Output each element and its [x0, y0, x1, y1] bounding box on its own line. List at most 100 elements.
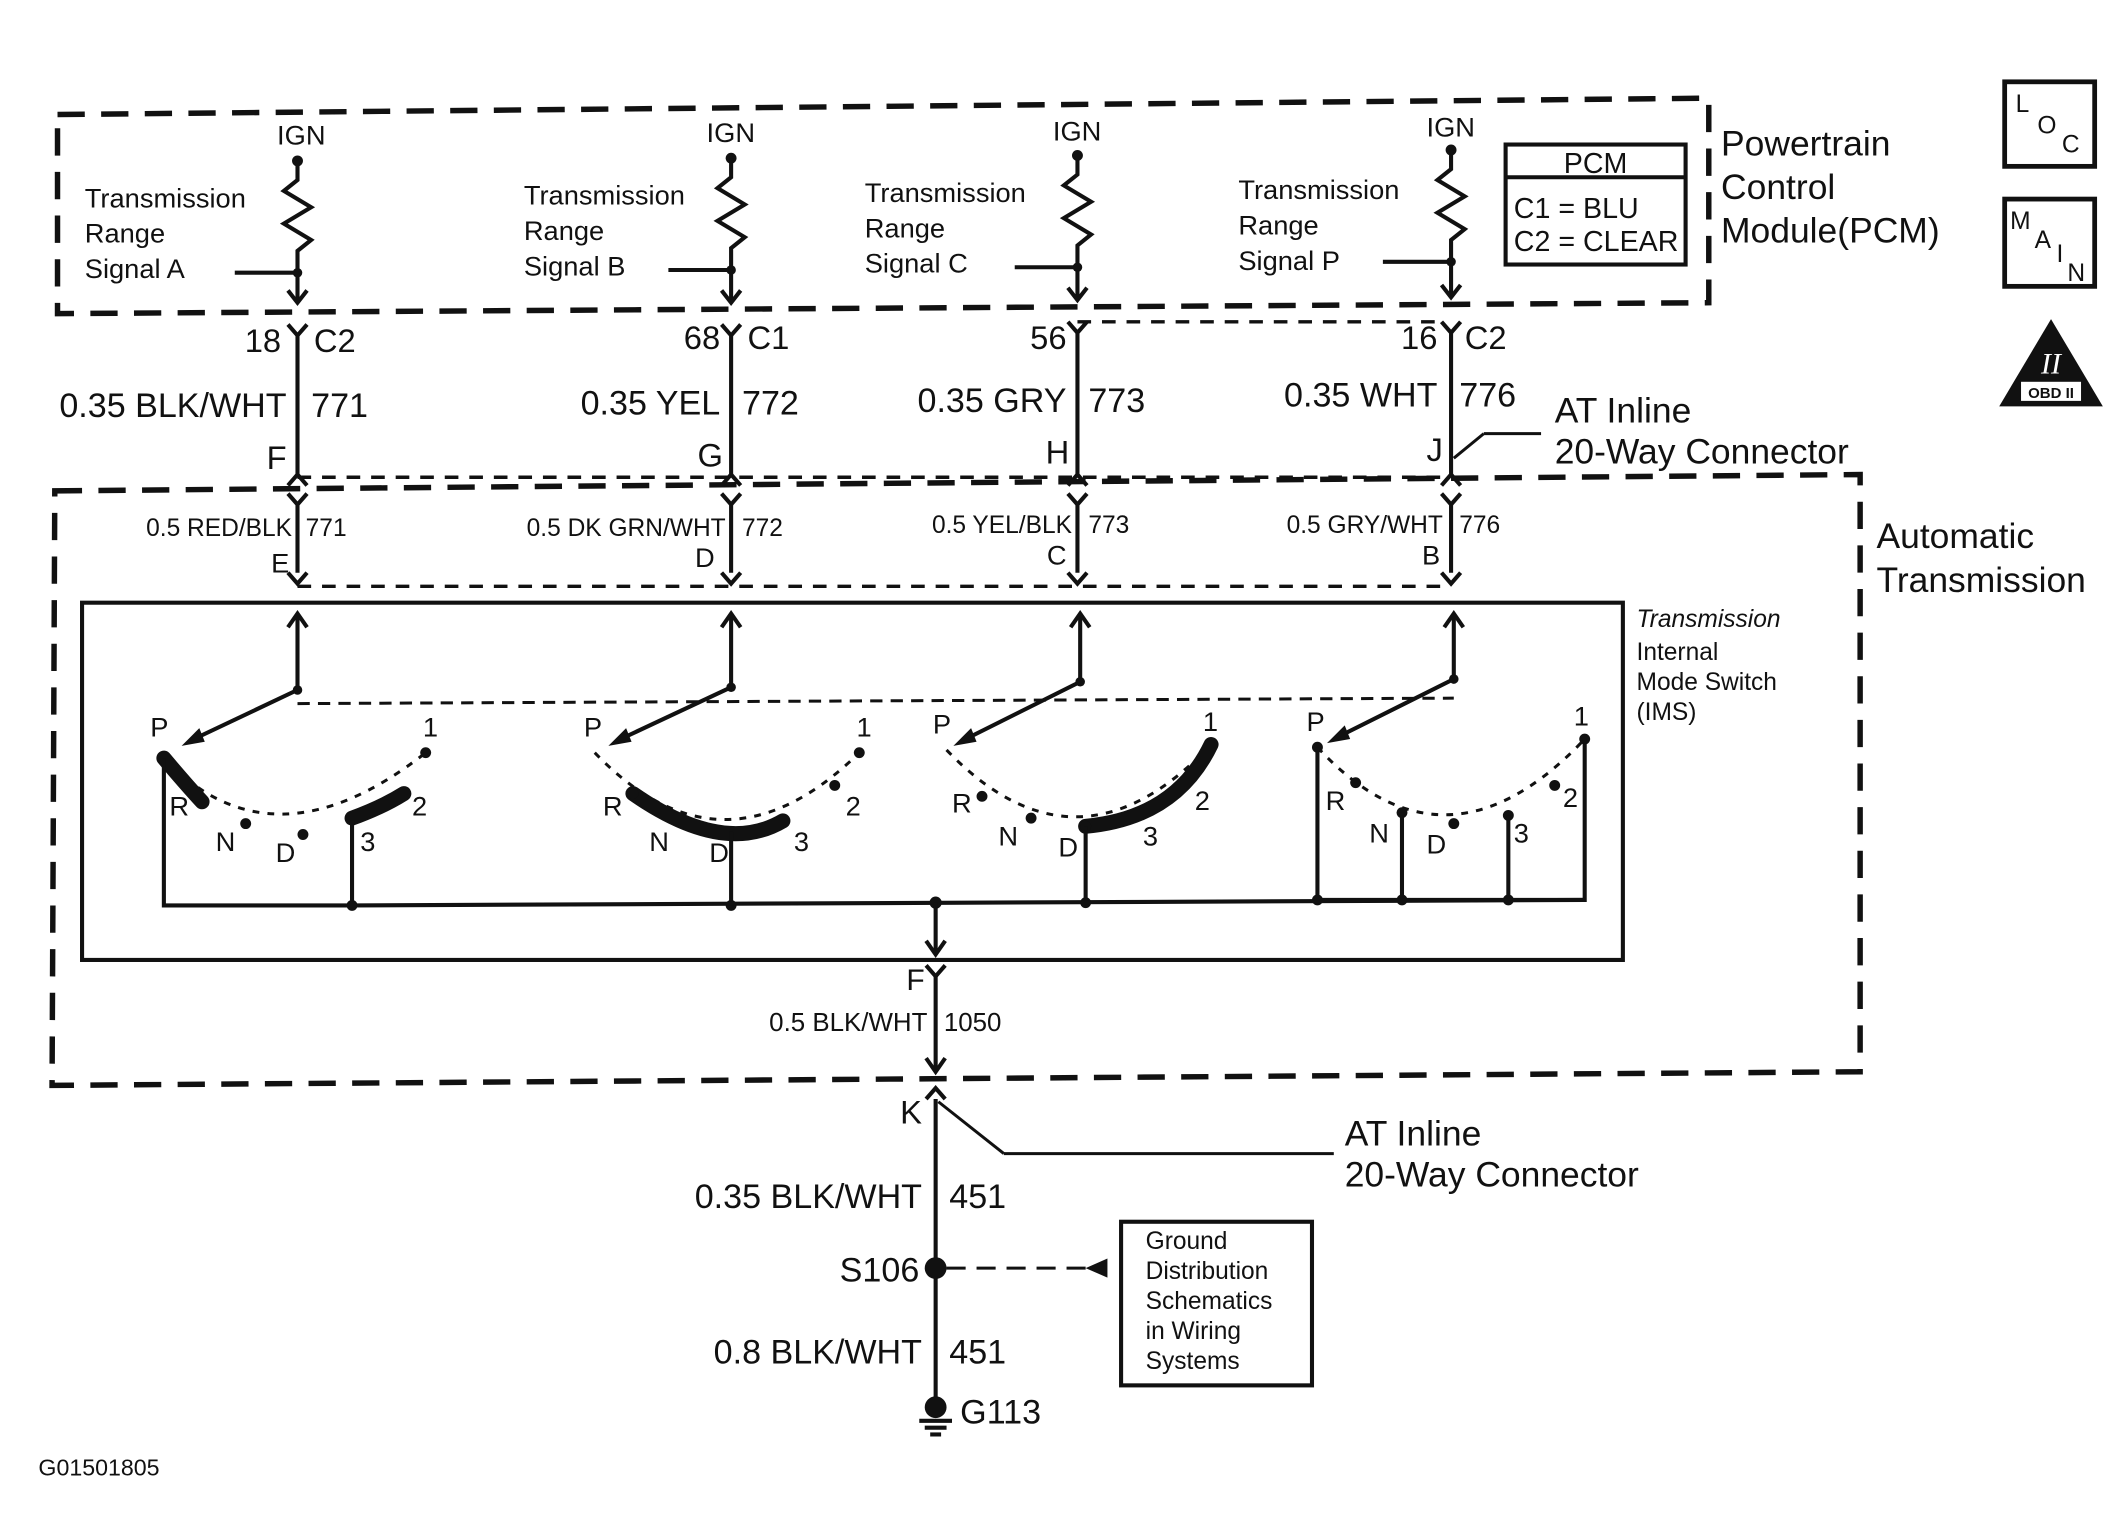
ground-symbol-icon [919, 1396, 953, 1437]
signal-c-name-l3: Signal C [865, 248, 968, 279]
signal-p-pcm-conn: C2 [1465, 319, 1507, 356]
ground-id: G113 [960, 1394, 1041, 1432]
ims-line4: (IMS) [1637, 699, 1697, 726]
signal-p-trans-pin: B [1422, 540, 1440, 571]
signal-b-circuit-bottom: 772 [742, 515, 783, 542]
ign-label: IGN [277, 120, 325, 151]
signal-a-wire-bottom: 0.5 RED/BLK [146, 515, 293, 542]
signal-a-name-l2: Range [85, 218, 165, 249]
pcm-title-line3: Module(PCM) [1721, 211, 1940, 251]
pos-n: N [998, 820, 1018, 851]
pos-2: 2 [1195, 785, 1210, 816]
obd-roman: II [2040, 348, 2063, 381]
pos-p: P [150, 711, 168, 742]
signal-p-wire-bottom: 0.5 GRY/WHT [1287, 512, 1443, 539]
signal-b-inline-pin: G [697, 436, 722, 473]
signal-p-pcm-pin: 16 [1401, 319, 1437, 356]
ground-wire-2: 0.8 BLK/WHT [714, 1334, 922, 1372]
ign-label: IGN [707, 117, 755, 148]
main-letter-n: N [2067, 260, 2085, 287]
ground-connector-line1: AT Inline [1345, 1113, 1482, 1153]
ground-distribution-reference[interactable]: Ground Distribution Schematics in Wiring… [1119, 1219, 1315, 1388]
signal-a-name-l1: Transmission [85, 182, 246, 213]
signal-a-inline-pin: F [267, 439, 287, 476]
ref-line2: Distribution [1146, 1258, 1269, 1285]
trans-title-line2: Transmission [1876, 560, 2085, 600]
main-letter-i: I [2056, 241, 2063, 268]
pos-r: R [169, 790, 189, 821]
pos-3: 3 [1143, 820, 1158, 851]
signal-b-name-l3: Signal B [524, 250, 626, 281]
signal-p-wire-top: 0.35 WHT [1284, 376, 1438, 414]
pos-1: 1 [857, 711, 872, 742]
signal-a-name-l3: Signal A [85, 253, 186, 284]
pos-n: N [1369, 818, 1389, 849]
legend-c2: C2 = CLEAR [1514, 226, 1679, 258]
pos-2: 2 [1563, 782, 1578, 813]
ground-circuit-2: 451 [949, 1334, 1006, 1372]
signal-p-inline-pin: J [1427, 431, 1443, 468]
ims-ground-circuit: 1050 [944, 1009, 1002, 1037]
splice-s106 [924, 1257, 947, 1280]
loc-letter-l: L [2016, 91, 2030, 118]
ims-ground-pin: F [906, 964, 924, 997]
pcm-module: Powertrain Control Module(PCM) PCM C1 = … [54, 95, 1940, 317]
signal-p-circuit-bottom: 776 [1459, 512, 1500, 539]
signal-a-circuit-top: 771 [311, 387, 368, 425]
signal-p-name-l1: Transmission [1238, 174, 1399, 205]
loc-icon[interactable]: L O C [2002, 79, 2098, 169]
pos-d: D [276, 837, 296, 868]
signal-b-name-l2: Range [524, 215, 604, 246]
signal-c-pcm-pin: 56 [1030, 319, 1066, 356]
circuit-signal-a: IGN Transmission Range Signal A 18 C2 0.… [59, 120, 368, 587]
legend-c1: C1 = BLU [1514, 193, 1639, 225]
main-icon[interactable]: M A I N [2002, 196, 2098, 289]
ground-wire-1: 0.35 BLK/WHT [695, 1178, 922, 1216]
pos-1: 1 [423, 711, 438, 742]
figure-id: G01501805 [38, 1454, 159, 1480]
pos-d: D [1427, 829, 1447, 860]
ims-switch-p: P R N D 3 2 1 [1307, 674, 1591, 906]
pos-n: N [216, 826, 236, 857]
ims-switch-b: P R N D 3 2 1 [584, 682, 872, 911]
circuit-signal-c: IGN Transmission Range Signal C 56 0.35 … [865, 115, 1446, 587]
signal-b-wire-bottom: 0.5 DK GRN/WHT [527, 515, 726, 542]
pos-d: D [1058, 831, 1078, 862]
ims-line1: Transmission [1637, 606, 1781, 633]
pos-2: 2 [412, 790, 427, 821]
signal-b-pcm-pin: 68 [684, 319, 720, 356]
signal-b-name-l1: Transmission [524, 180, 685, 211]
signal-a-circuit-bottom: 771 [306, 515, 347, 542]
pos-2: 2 [846, 790, 861, 821]
signal-c-name-l2: Range [865, 212, 945, 243]
trans-title-line1: Automatic [1876, 516, 2034, 556]
pos-3: 3 [360, 826, 375, 857]
signal-c-name-l1: Transmission [865, 177, 1026, 208]
pcm-connector-legend: PCM C1 = BLU C2 = CLEAR [1503, 142, 1688, 267]
ign-label: IGN [1053, 115, 1101, 146]
signal-c-circuit-top: 773 [1088, 382, 1145, 420]
ims-ground-wire: 0.5 BLK/WHT [769, 1009, 927, 1037]
signal-p-name-l3: Signal P [1238, 245, 1340, 276]
obd-ii-icon[interactable]: II OBD II [1999, 319, 2103, 407]
upper-connector-line1: AT Inline [1555, 391, 1692, 431]
pos-1: 1 [1574, 700, 1589, 731]
pos-r: R [603, 790, 623, 821]
pcm-title-line1: Powertrain [1721, 123, 1890, 163]
ims-switch-c: P R N D 3 2 1 [933, 677, 1219, 909]
pos-3: 3 [794, 826, 809, 857]
ref-line5: Systems [1146, 1348, 1240, 1375]
pos-d: D [709, 837, 729, 868]
ims-switch-a: P R N D 3 2 1 [150, 685, 438, 911]
obd-label: OBD II [2028, 385, 2074, 402]
signal-c-inline-pin: H [1046, 434, 1070, 471]
signal-p-name-l2: Range [1238, 210, 1318, 241]
ign-label: IGN [1427, 111, 1475, 142]
pos-n: N [649, 826, 669, 857]
pos-1: 1 [1203, 706, 1218, 737]
signal-a-trans-pin: E [271, 548, 289, 579]
ground-circuit: K AT Inline 20-Way Connector 0.35 BLK/WH… [695, 1085, 1639, 1437]
signal-a-pcm-pin: 18 [245, 322, 281, 359]
circuit-signal-b: IGN Transmission Range Signal B 68 C1 0.… [524, 117, 799, 587]
signal-c-wire-top: 0.35 GRY [918, 382, 1067, 420]
